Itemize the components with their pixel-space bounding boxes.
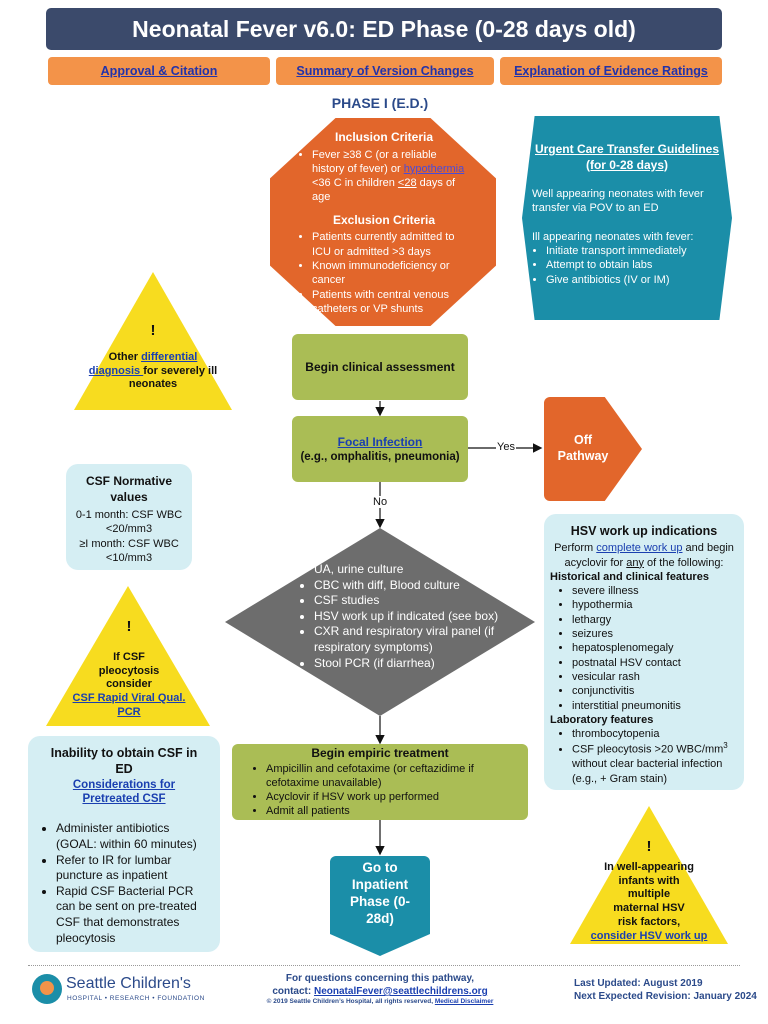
inability-item: Administer antibiotics (GOAL: within 60 … bbox=[56, 821, 212, 852]
workup-text: UA, urine culture CBC with diff, Blood c… bbox=[300, 562, 510, 671]
warning-hsv-text: ! In well-appearing infants with multipl… bbox=[582, 838, 716, 943]
csf-normative-title: CSF Normative values bbox=[85, 474, 173, 504]
pretreated-csf-link[interactable]: Considerations for Pretreated CSF bbox=[72, 778, 176, 806]
footer-revision-info: Last Updated: August 2019 Next Expected … bbox=[574, 977, 757, 1003]
hsv-feature: conjunctivitis bbox=[572, 684, 744, 698]
hsv-feature: vesicular rash bbox=[572, 670, 744, 684]
last-updated: Last Updated: August 2019 bbox=[574, 978, 703, 989]
differential-diagnosis-link[interactable]: differential diagnosis bbox=[88, 350, 198, 377]
inability-item: Refer to IR for lumbar puncture as inpat… bbox=[56, 853, 212, 884]
hypothermia-link[interactable]: hypothermia bbox=[403, 162, 465, 175]
footer-contact: For questions concerning this pathway, c… bbox=[266, 973, 494, 1005]
workup-item: CXR and respiratory viral panel (if resp… bbox=[314, 624, 510, 655]
seattle-childrens-logo-icon bbox=[32, 974, 62, 1004]
inability-item: Rapid CSF Bacterial PCR can be sent on p… bbox=[56, 884, 212, 946]
phase-label: PHASE I (E.D.) bbox=[331, 95, 429, 111]
consider-hsv-workup-link[interactable]: consider HSV work up bbox=[590, 929, 708, 942]
hsv-feature: interstitial pneumonitis bbox=[572, 699, 744, 713]
workup-item: CSF studies bbox=[314, 593, 510, 609]
urgent-care-item: Give antibiotics (IV or IM) bbox=[546, 273, 722, 287]
exclusion-item: Patients currently admitted to ICU or ad… bbox=[312, 230, 468, 259]
logo-subtitle: HOSPITAL • RESEARCH • FOUNDATION bbox=[67, 995, 205, 1002]
complete-workup-link[interactable]: complete work up bbox=[596, 542, 683, 555]
csf-normative-box: CSF Normative values 0-1 month: CSF WBC … bbox=[66, 464, 192, 570]
hsv-feature: hepatosplenomegaly bbox=[572, 641, 744, 655]
empiric-item: Admit all patients bbox=[266, 804, 520, 818]
focal-infection-examples: (e.g., omphalitis, pneumonia) bbox=[300, 451, 460, 463]
urgent-care-item: Initiate transport immediately bbox=[546, 244, 722, 258]
off-pathway-label: Off Pathway bbox=[557, 433, 609, 464]
warning-icon: ! bbox=[126, 618, 132, 635]
hsv-feature: seizures bbox=[572, 627, 744, 641]
criteria-text: Inclusion Criteria Fever ≥38 C (or a rel… bbox=[300, 130, 468, 320]
inclusion-item: Fever ≥38 C (or a reliable history of fe… bbox=[312, 148, 468, 205]
empiric-title: Begin empiric treatment bbox=[311, 746, 449, 760]
urgent-care-link[interactable]: Urgent Care Transfer Guidelines (for 0-2… bbox=[534, 142, 720, 172]
version-changes-link[interactable]: Summary of Version Changes bbox=[276, 57, 494, 85]
no-label: No bbox=[372, 496, 389, 508]
age-link[interactable]: <28 bbox=[397, 177, 417, 190]
approval-citation-link[interactable]: Approval & Citation bbox=[48, 57, 270, 85]
hsv-lab-feature: CSF pleocytosis >20 WBC/mm3 without clea… bbox=[572, 741, 738, 786]
hsv-lab-feature: thrombocytopenia bbox=[572, 727, 738, 741]
logo-name: Seattle Children's bbox=[66, 975, 191, 992]
workup-item: HSV work up if indicated (see box) bbox=[314, 609, 510, 625]
clinical-assessment-box: Begin clinical assessment bbox=[292, 334, 468, 400]
hsv-title: HSV work up indications bbox=[570, 524, 718, 538]
page-title: Neonatal Fever v6.0: ED Phase (0-28 days… bbox=[46, 8, 722, 50]
focal-infection-box: Focal Infection (e.g., omphalitis, pneum… bbox=[292, 416, 468, 482]
next-revision: Next Expected Revision: January 2024 bbox=[574, 991, 757, 1002]
hsv-historical-title: Historical and clinical features bbox=[550, 570, 709, 583]
hsv-feature: hypothermia bbox=[572, 598, 744, 612]
hsv-feature: postnatal HSV contact bbox=[572, 656, 744, 670]
warning-csf-text: ! If CSF pleocytosis consider CSF Rapid … bbox=[62, 618, 196, 720]
hsv-instructions: Perform complete work up and begin acycl… bbox=[554, 542, 734, 569]
urgent-care-box bbox=[522, 116, 732, 320]
contact-email-link[interactable]: NeonatalFever@seattlechildrens.org bbox=[313, 986, 488, 997]
workup-item: Stool PCR (if diarrhea) bbox=[314, 656, 510, 672]
exclusion-item: Known immunodeficiency or cancer bbox=[312, 259, 468, 288]
hsv-lab-title: Laboratory features bbox=[550, 713, 654, 726]
csf-normative-line: 0-1 month: CSF WBC <20/mm3 bbox=[75, 509, 183, 536]
inability-csf-box: Inability to obtain CSF in ED Considerat… bbox=[28, 736, 220, 952]
workup-item: CBC with diff, Blood culture bbox=[314, 578, 510, 594]
inclusion-title: Inclusion Criteria bbox=[334, 130, 434, 144]
warning-ddx-text: ! Other differential diagnosis for sever… bbox=[88, 322, 218, 391]
exclusion-item: Patients with central venous catheters o… bbox=[312, 288, 468, 317]
yes-label: Yes bbox=[496, 441, 516, 453]
hsv-indications-box: HSV work up indications Perform complete… bbox=[544, 514, 744, 790]
focal-infection-link[interactable]: Focal Infection bbox=[337, 435, 423, 449]
criteria-octagon bbox=[270, 118, 496, 326]
inpatient-phase-shape[interactable] bbox=[330, 856, 430, 956]
csf-normative-line: ≥I month: CSF WBC <10/mm3 bbox=[79, 537, 179, 565]
inpatient-phase-label: Go to Inpatient Phase (0-28d) bbox=[349, 860, 411, 926]
inability-title: Inability to obtain CSF in ED bbox=[50, 746, 198, 777]
warning-icon: ! bbox=[646, 838, 652, 855]
footer-divider bbox=[28, 965, 740, 966]
evidence-ratings-link[interactable]: Explanation of Evidence Ratings bbox=[500, 57, 722, 85]
urgent-care-well: Well appearing neonates with fever trans… bbox=[532, 188, 704, 215]
empiric-item: Acyclovir if HSV work up performed bbox=[266, 790, 520, 804]
hsv-feature: severe illness bbox=[572, 584, 744, 598]
workup-item: UA, urine culture bbox=[314, 562, 510, 578]
urgent-care-text: Urgent Care Transfer Guidelines (for 0-2… bbox=[532, 142, 722, 287]
warning-icon: ! bbox=[150, 322, 156, 339]
hsv-feature: lethargy bbox=[572, 613, 744, 627]
csf-rapid-viral-pcr-link[interactable]: CSF Rapid Viral Qual. PCR bbox=[72, 692, 186, 718]
empiric-item: Ampicillin and cefotaxime (or ceftazidim… bbox=[266, 762, 520, 791]
medical-disclaimer-link[interactable]: Medical Disclaimer bbox=[434, 998, 494, 1005]
urgent-care-item: Attempt to obtain labs bbox=[546, 258, 722, 272]
urgent-care-ill: Ill appearing neonates with fever: bbox=[532, 230, 694, 243]
exclusion-title: Exclusion Criteria bbox=[332, 212, 436, 227]
empiric-treatment-box: Begin empiric treatment Ampicillin and c… bbox=[232, 744, 528, 820]
